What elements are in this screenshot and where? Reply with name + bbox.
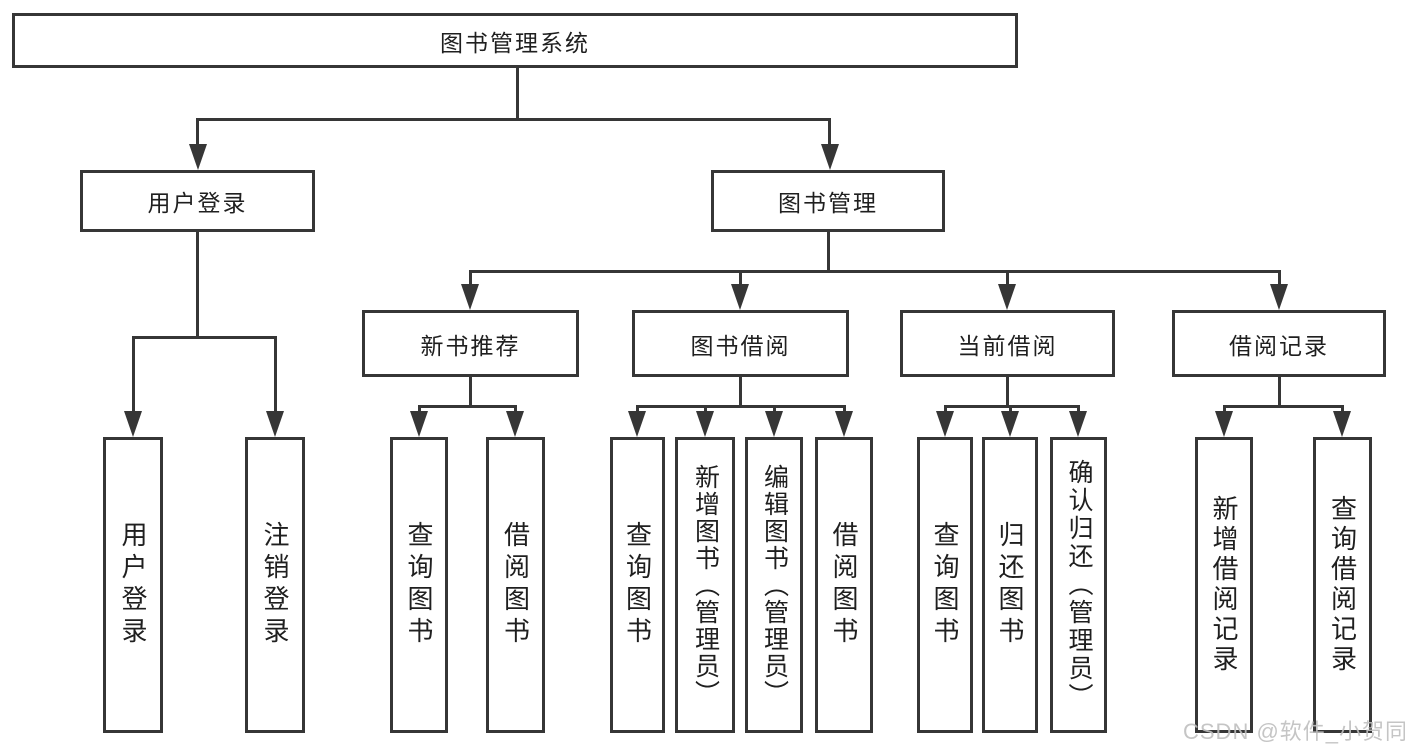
arrowhead-current-return <box>1001 411 1019 437</box>
arrowhead-recommend-borrow <box>506 411 524 437</box>
leaf-current-query-books: 查询图书 <box>917 437 973 733</box>
leaf-current-confirm-return-label: 确认归还（管理员） <box>1065 459 1093 711</box>
leaf-borrowing-borrow-books: 借阅图书 <box>815 437 873 733</box>
node-current-borrowing: 当前借阅 <box>900 310 1115 377</box>
connector-user-login-bar <box>132 336 277 339</box>
connector-borrowing-bar <box>636 405 845 408</box>
connector-current-stem <box>1006 377 1009 405</box>
node-user-login-label: 用户登录 <box>147 190 248 216</box>
connector-recommend-bar <box>418 405 517 408</box>
leaf-recommend-borrow-books-label: 借阅图书 <box>500 521 531 649</box>
arrowhead-logout-leaf <box>266 411 284 437</box>
node-new-book-recommendation-label: 新书推荐 <box>420 332 521 359</box>
arrowhead-new-book-recommendation <box>461 284 479 310</box>
leaf-user-login-label: 用户登录 <box>118 521 148 649</box>
leaf-records-add-record-label: 新增借阅记录 <box>1209 495 1239 675</box>
leaf-borrowing-query-books: 查询图书 <box>610 437 665 733</box>
connector-borrowing-drop-4 <box>843 405 846 414</box>
connector-book-mgmt-stem <box>827 232 830 270</box>
connector-root-bar <box>196 118 831 121</box>
node-book-borrowing-label: 图书借阅 <box>690 332 791 359</box>
node-borrowing-records: 借阅记录 <box>1172 310 1386 377</box>
arrowhead-borrowing-borrow <box>835 411 853 437</box>
connector-borrowing-drop-3 <box>773 405 776 414</box>
leaf-recommend-borrow-books: 借阅图书 <box>486 437 545 733</box>
leaf-current-confirm-return: 确认归还（管理员） <box>1050 437 1107 733</box>
arrowhead-current-borrowing <box>998 284 1016 310</box>
leaf-records-add-record: 新增借阅记录 <box>1195 437 1253 733</box>
leaf-borrowing-borrow-books-label: 借阅图书 <box>829 521 859 649</box>
connector-records-bar <box>1223 405 1343 408</box>
connector-records-drop-2 <box>1341 405 1344 414</box>
node-new-book-recommendation: 新书推荐 <box>362 310 579 377</box>
arrowhead-user-login <box>189 144 207 170</box>
connector-book-mgmt-drop-3 <box>1006 270 1009 288</box>
connector-recommend-stem <box>469 377 472 405</box>
connector-user-login-stem <box>196 232 199 336</box>
leaf-records-query-record-label: 查询借阅记录 <box>1327 495 1358 675</box>
leaf-borrowing-edit-books-label: 编辑图书（管理员） <box>760 463 789 707</box>
arrowhead-book-borrowing <box>731 284 749 310</box>
node-user-login: 用户登录 <box>80 170 315 232</box>
arrowhead-borrowing-add <box>696 411 714 437</box>
node-current-borrowing-label: 当前借阅 <box>957 332 1058 359</box>
connector-book-mgmt-drop-2 <box>739 270 742 288</box>
connector-records-stem <box>1278 377 1281 405</box>
leaf-user-login: 用户登录 <box>103 437 163 733</box>
leaf-borrowing-query-books-label: 查询图书 <box>622 521 653 649</box>
connector-book-mgmt-drop-1 <box>469 270 472 288</box>
leaf-recommend-query-books: 查询图书 <box>390 437 448 733</box>
leaf-borrowing-add-books: 新增图书（管理员） <box>675 437 735 733</box>
arrowhead-borrowing-records <box>1270 284 1288 310</box>
connector-recommend-drop-1 <box>418 405 421 414</box>
watermark: CSDN @软件_小贺同学 <box>1183 719 1405 744</box>
arrowhead-borrowing-query <box>628 411 646 437</box>
connector-book-mgmt-drop-4 <box>1278 270 1281 288</box>
connector-root-drop-right <box>828 118 831 148</box>
connector-current-drop-3 <box>1077 405 1080 414</box>
connector-borrowing-drop-2 <box>704 405 707 414</box>
arrowhead-borrowing-edit <box>765 411 783 437</box>
leaf-records-query-record: 查询借阅记录 <box>1313 437 1372 733</box>
connector-root-stem <box>516 68 519 120</box>
leaf-borrowing-edit-books: 编辑图书（管理员） <box>745 437 803 733</box>
root-node: 图书管理系统 <box>12 13 1018 68</box>
node-book-management-label: 图书管理 <box>778 190 878 216</box>
leaf-recommend-query-books-label: 查询图书 <box>404 521 434 649</box>
leaf-current-return-books: 归还图书 <box>982 437 1038 733</box>
connector-current-drop-2 <box>1009 405 1012 414</box>
node-book-borrowing: 图书借阅 <box>632 310 849 377</box>
leaf-logout: 注销登录 <box>245 437 305 733</box>
connector-book-mgmt-bar <box>469 270 1281 273</box>
connector-borrowing-stem <box>739 377 742 405</box>
arrowhead-recommend-query <box>410 411 428 437</box>
connector-records-drop-1 <box>1223 405 1226 414</box>
connector-current-drop-1 <box>944 405 947 414</box>
node-book-management: 图书管理 <box>711 170 945 232</box>
connector-user-login-drop-2 <box>274 336 277 414</box>
arrowhead-login-leaf <box>124 411 142 437</box>
node-borrowing-records-label: 借阅记录 <box>1229 332 1329 359</box>
leaf-current-query-books-label: 查询图书 <box>930 521 960 649</box>
leaf-current-return-books-label: 归还图书 <box>995 521 1025 649</box>
arrowhead-book-management <box>821 144 839 170</box>
connector-user-login-drop-1 <box>132 336 135 414</box>
connector-borrowing-drop-1 <box>636 405 639 414</box>
connector-recommend-drop-2 <box>514 405 517 414</box>
arrowhead-current-confirm <box>1069 411 1087 437</box>
arrowhead-records-query <box>1333 411 1351 437</box>
arrowhead-current-query <box>936 411 954 437</box>
connector-root-drop-left <box>196 118 199 148</box>
arrowhead-records-add <box>1215 411 1233 437</box>
leaf-borrowing-add-books-label: 新增图书（管理员） <box>691 463 720 707</box>
leaf-logout-label: 注销登录 <box>260 521 290 649</box>
root-node-label: 图书管理系统 <box>440 29 590 56</box>
